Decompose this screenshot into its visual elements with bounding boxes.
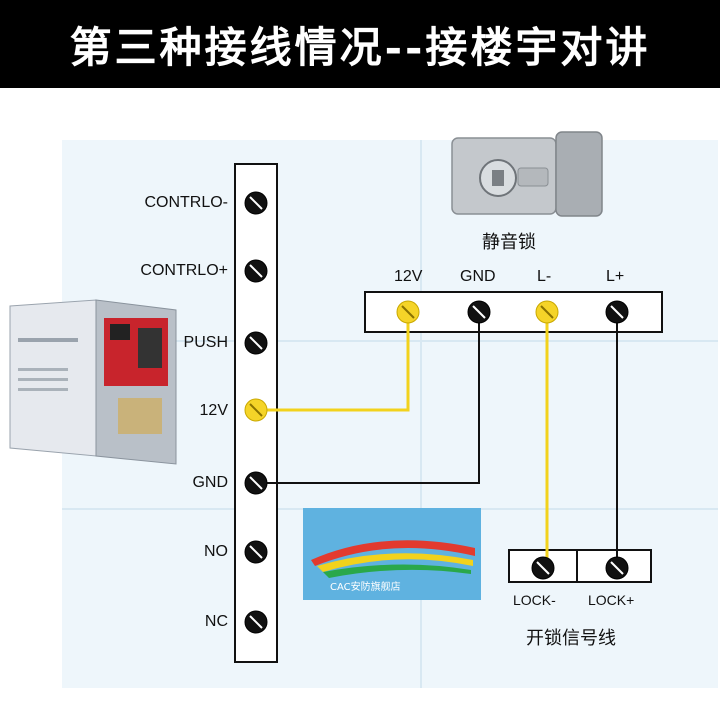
screw-contrlo-minus — [244, 191, 268, 215]
screw-lock-gnd — [467, 300, 491, 324]
intercom-label-lock-plus: LOCK+ — [588, 592, 635, 608]
diagram-title: 第三种接线情况--接楼宇对讲 — [69, 22, 651, 72]
background-grid-line — [420, 140, 422, 688]
silent-lock-label: 静音锁 — [482, 232, 536, 253]
screw-push — [244, 331, 268, 355]
unlock-signal-wire-label: 开锁信号线 — [526, 628, 616, 649]
screw-gnd — [244, 471, 268, 495]
lock-terminal-label-gnd: GND — [460, 268, 496, 285]
wire-12v — [256, 312, 410, 412]
terminal-label-contrlo-minus: CONTRLO- — [144, 194, 228, 211]
screw-12v — [244, 398, 268, 422]
screw-lock-l-minus — [535, 300, 559, 324]
screw-contrlo-plus — [244, 259, 268, 283]
wire-gnd — [256, 312, 480, 484]
screw-intercom-lock-plus — [605, 556, 629, 580]
terminal-label-no: NO — [204, 543, 228, 560]
terminal-label-nc: NC — [204, 613, 228, 630]
background-grid-line — [62, 340, 718, 342]
lock-terminal-label-l-minus: L- — [537, 268, 552, 285]
terminal-label-gnd: GND — [192, 474, 228, 491]
terminal-label-12v: 12V — [199, 402, 228, 419]
screw-lock-l-plus — [605, 300, 629, 324]
screw-intercom-lock-minus — [531, 556, 555, 580]
logo-text: CAC安防旗舰店 — [330, 582, 401, 593]
lock-terminal-label-l-plus: L+ — [606, 268, 625, 285]
lock-terminal-label-12v: 12V — [394, 268, 423, 285]
intercom-label-lock-minus: LOCK- — [513, 592, 556, 608]
screw-no — [244, 540, 268, 564]
terminal-label-push: PUSH — [183, 334, 228, 351]
screw-lock-12v — [396, 300, 420, 324]
screw-nc — [244, 610, 268, 634]
terminal-label-contrlo-plus: CONTRLO+ — [140, 262, 228, 279]
silent-lock-image — [451, 131, 603, 217]
logo-box — [303, 508, 481, 600]
power-supply-image — [8, 298, 180, 466]
title-bar: 第三种接线情况--接楼宇对讲 — [0, 0, 720, 88]
screw-terminals — [244, 191, 629, 634]
